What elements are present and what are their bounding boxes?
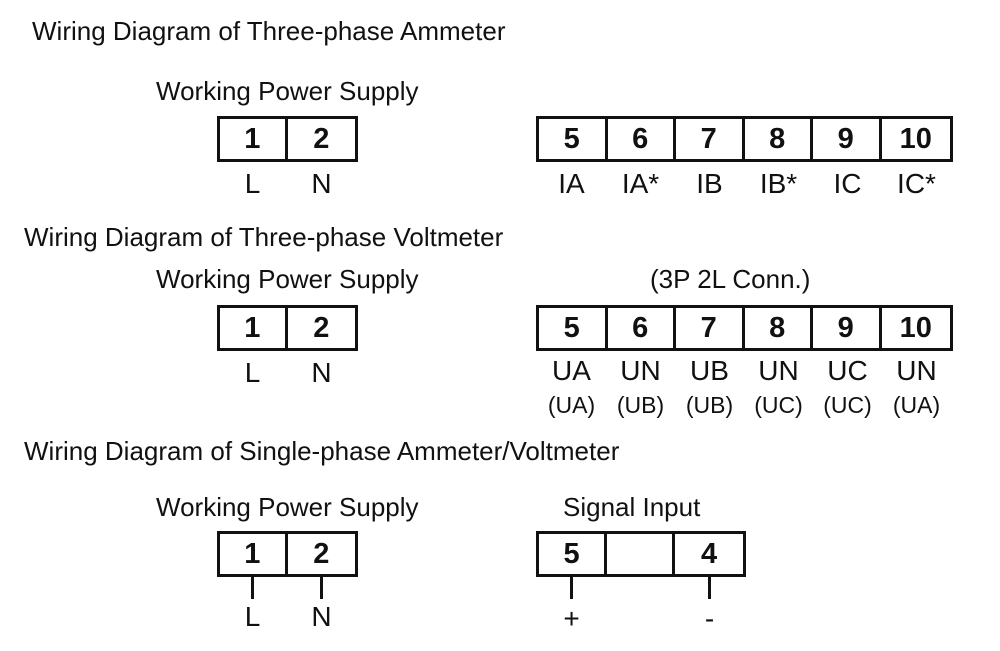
terminal-sublabel: (UA) xyxy=(892,392,941,418)
ammeter-diagram-title: Wiring Diagram of Three-phase Ammeter xyxy=(32,16,506,46)
single-power-supply-label: Working Power Supply xyxy=(156,492,419,522)
connection-type-label: (3P 2L Conn.) xyxy=(650,264,811,294)
ammeter-power-supply-label: Working Power Supply xyxy=(156,76,419,106)
voltmeter-power-supply-label: Working Power Supply xyxy=(156,264,419,294)
terminal-label-IB-star: IB* xyxy=(759,168,798,199)
terminal-label-IC-star: IC* xyxy=(897,168,936,199)
terminal-label-IA-star: IA* xyxy=(621,168,660,199)
terminal-sublabel: (UB) xyxy=(685,392,734,418)
terminal-10: 10 xyxy=(899,122,932,155)
terminal-sublabel: (UC) xyxy=(754,392,803,418)
terminal-label-UA: UA xyxy=(552,355,591,386)
terminal-5: 5 xyxy=(539,308,608,348)
terminal-label-N: N xyxy=(311,168,332,199)
terminal-2: 2 xyxy=(313,122,330,155)
terminal-sublabel: (UA) xyxy=(547,392,596,418)
terminal-9: 9 xyxy=(813,308,882,348)
terminal-7: 7 xyxy=(676,308,745,348)
terminal-blank xyxy=(607,534,676,574)
single-phase-diagram-title: Wiring Diagram of Single-phase Ammeter/V… xyxy=(24,436,620,466)
terminal-label-IC: IC xyxy=(833,168,862,199)
terminal-label-L: L xyxy=(244,168,261,199)
wire-lead-negative xyxy=(708,577,711,599)
terminal-8: 8 xyxy=(745,308,813,348)
terminal-8: 8 xyxy=(745,119,813,159)
terminal-label-UN: UN xyxy=(758,355,799,386)
terminal-sublabel: (UB) xyxy=(616,392,665,418)
terminal-label-UB: UB xyxy=(690,355,729,386)
wire-lead-positive xyxy=(570,577,573,599)
terminal-label-IB: IB xyxy=(696,168,723,199)
voltmeter-signal-terminal-block: 5 6 7 8 9 10 xyxy=(536,305,953,351)
terminal-label-IA: IA xyxy=(558,168,585,199)
ammeter-power-terminal-block: 1 2 xyxy=(217,116,358,162)
terminal-4: 4 xyxy=(700,537,718,570)
terminal-2: 2 xyxy=(313,537,330,570)
terminal-5: 5 xyxy=(539,534,608,574)
single-power-labels: L N xyxy=(218,601,356,632)
terminal-6: 6 xyxy=(608,308,676,348)
terminal-label-N: N xyxy=(311,601,332,632)
terminal-9: 9 xyxy=(813,119,882,159)
terminal-label-UC: UC xyxy=(827,355,868,386)
single-signal-labels: + - xyxy=(537,603,744,634)
terminal-6: 6 xyxy=(608,119,676,159)
terminal-sublabel: (UC) xyxy=(823,392,872,418)
wire-lead-L xyxy=(251,577,254,599)
terminal-label-UN: UN xyxy=(620,355,661,386)
ammeter-signal-labels: IA IA* IB IB* IC IC* xyxy=(537,168,951,199)
voltmeter-diagram-title: Wiring Diagram of Three-phase Voltmeter xyxy=(24,222,504,252)
terminal-1: 1 xyxy=(220,534,288,574)
terminal-1: 1 xyxy=(220,119,288,159)
voltmeter-power-terminal-block: 1 2 xyxy=(217,305,358,351)
voltmeter-signal-sublabels: (UA) (UB) (UB) (UC) (UC) (UA) xyxy=(537,391,951,419)
terminal-label-UN: UN xyxy=(896,355,937,386)
terminal-label-minus: - xyxy=(704,603,715,634)
voltmeter-power-labels: L N xyxy=(218,357,356,388)
terminal-label-L: L xyxy=(244,601,261,632)
ammeter-signal-terminal-block: 5 6 7 8 9 10 xyxy=(536,116,953,162)
ammeter-power-labels: L N xyxy=(218,168,356,199)
wire-lead-N xyxy=(320,577,323,599)
terminal-1: 1 xyxy=(220,308,288,348)
terminal-label-plus: + xyxy=(563,603,580,634)
terminal-2: 2 xyxy=(313,311,330,344)
signal-input-label: Signal Input xyxy=(563,492,701,522)
terminal-label-L: L xyxy=(244,357,261,388)
terminal-label-blank xyxy=(606,603,675,634)
terminal-label-N: N xyxy=(311,357,332,388)
voltmeter-signal-labels: UA UN UB UN UC UN xyxy=(537,355,951,386)
terminal-10: 10 xyxy=(899,311,932,344)
single-signal-terminal-block: 5 4 xyxy=(536,531,746,577)
terminal-5: 5 xyxy=(539,119,608,159)
terminal-7: 7 xyxy=(676,119,745,159)
single-power-terminal-block: 1 2 xyxy=(217,531,358,577)
